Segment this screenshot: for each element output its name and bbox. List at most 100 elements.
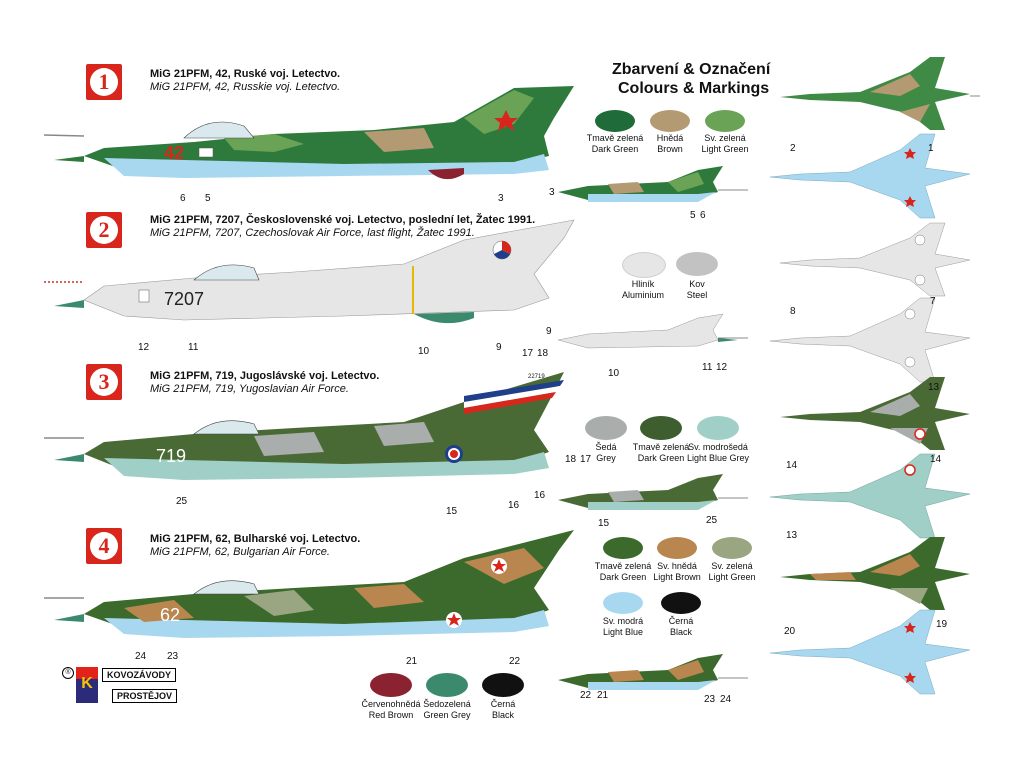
swatch-s2-aluminium	[622, 252, 666, 278]
scheme-4-title: MiG 21PFM, 62, Bulharské voj. Letectvo.	[150, 533, 361, 545]
swatch-s5-red-brown	[370, 673, 412, 697]
aircraft-4-small-side-view	[558, 654, 748, 690]
callout-s2-11b: 11	[702, 362, 713, 373]
aircraft-1-small-side-view	[558, 166, 748, 202]
callout-s3-13b: 13	[786, 530, 798, 541]
callout-s2-11a: 11	[188, 342, 199, 353]
callout-s4-21b: 21	[597, 690, 609, 701]
callout-s1-3a: 3	[498, 193, 504, 204]
callout-s2-10a: 10	[418, 346, 430, 357]
aircraft-1-top-view	[780, 57, 980, 130]
aircraft-2-code: 7207	[164, 289, 205, 309]
aircraft-3-small-side-view	[558, 474, 748, 510]
aircraft-2-side-view	[44, 219, 575, 324]
kovozavody-logo: ® K KOVOZÁVODY PROSTĚJOV	[62, 667, 190, 707]
callout-s4-21a: 21	[406, 656, 418, 667]
callout-s3-18a: 18	[537, 348, 549, 359]
callout-s2-12b: 12	[716, 362, 728, 373]
aircraft-3-bottom-view	[769, 453, 971, 539]
callout-s3-16a: 16	[508, 500, 520, 511]
aircraft-3-top-view	[780, 377, 970, 450]
aircraft-1-bottom-view	[769, 133, 971, 219]
swatch-s3-light-blue-grey	[697, 416, 739, 440]
scheme-badge-3: 3	[86, 364, 122, 400]
aircraft-2-bottom-view	[769, 297, 971, 383]
colours-heading-en: Colours & Markings	[618, 80, 770, 97]
swatch-s5-green-grey	[426, 673, 468, 697]
callout-s3-14a: 14	[786, 460, 798, 471]
swatch-s3-grey	[585, 416, 627, 440]
red-star-icon	[494, 110, 518, 131]
swatch-s1-brown	[650, 110, 690, 132]
callout-s1-3b: 3	[549, 187, 555, 198]
scheme-2-subtitle: MiG 21PFM, 7207, Czechoslovak Air Force,…	[150, 227, 475, 239]
aircraft-3-fin-code: 22719	[528, 374, 545, 380]
callout-s2-8: 8	[790, 306, 796, 317]
callout-s3-15b: 15	[598, 518, 610, 529]
callout-s1-1: 1	[928, 143, 934, 154]
aircraft-3-code: 719	[156, 446, 187, 466]
scheme-1-subtitle: MiG 21PFM, 42, Russkie voj. Letectvo.	[150, 81, 341, 93]
registered-mark-icon: ®	[62, 667, 74, 679]
callout-s1-6a: 6	[180, 193, 186, 204]
callout-s2-12a: 12	[138, 342, 150, 353]
colours-heading: Zbarvení & Označení Colours & Markings	[612, 60, 770, 98]
callout-s1-2: 2	[790, 143, 796, 154]
callout-s3-18b: 18	[565, 454, 577, 465]
callout-s3-17b: 17	[580, 454, 592, 465]
scheme-badge-4: 4	[86, 528, 122, 564]
swatch-s4-light-blue	[603, 592, 643, 614]
aircraft-4-side-view	[44, 530, 574, 638]
swatch-s4-black	[661, 592, 701, 614]
swatch-s4-light-brown	[657, 537, 697, 559]
scheme-badge-2: 2	[86, 212, 122, 248]
scheme-2-title: MiG 21PFM, 7207, Československé voj. Let…	[150, 214, 536, 226]
callout-s3-16b: 16	[534, 490, 546, 501]
logo-line-1: KOVOZÁVODY	[102, 668, 177, 682]
swatch-s4-dark-green	[603, 537, 643, 559]
swatch-s2-steel	[676, 252, 718, 276]
callout-s3-15a: 15	[446, 506, 458, 517]
scheme-4-subtitle: MiG 21PFM, 62, Bulgarian Air Force.	[150, 546, 330, 558]
callout-s3-25b: 25	[706, 515, 718, 526]
aircraft-3-side-view	[44, 372, 564, 480]
callout-s4-23a: 23	[167, 651, 179, 662]
swatch-s4-light-green	[712, 537, 752, 559]
callout-s3-13a: 13	[928, 382, 940, 393]
callout-s1-5b: 5	[690, 210, 696, 221]
scheme-3-subtitle: MiG 21PFM, 719, Yugoslavian Air Force.	[150, 383, 349, 395]
callout-s2-7: 7	[930, 296, 936, 307]
aircraft-4-code: 62	[160, 605, 181, 625]
aircraft-2-small-side-view	[557, 313, 748, 349]
logo-k-mark: K	[76, 667, 98, 703]
callout-s4-24b: 24	[720, 694, 732, 705]
callout-s3-14b: 14	[930, 454, 942, 465]
aircraft-1-side-view	[43, 86, 574, 180]
swatch-s1-light-green	[705, 110, 745, 132]
aircraft-2-top-view	[779, 222, 971, 297]
callout-s2-9b: 9	[546, 326, 552, 337]
swatch-s3-dark-green	[640, 416, 682, 440]
scheme-3-title: MiG 21PFM, 719, Jugoslávské voj. Letectv…	[150, 370, 380, 382]
callout-s3-25a: 25	[176, 496, 188, 507]
colours-heading-cz: Zbarvení & Označení	[612, 61, 771, 78]
callout-s4-19: 19	[936, 619, 948, 630]
swatch-s5-black	[482, 673, 524, 697]
aircraft-1-code: 42	[164, 143, 185, 163]
bulgarian-star-icon	[492, 559, 506, 572]
aircraft-4-bottom-view	[769, 609, 971, 695]
